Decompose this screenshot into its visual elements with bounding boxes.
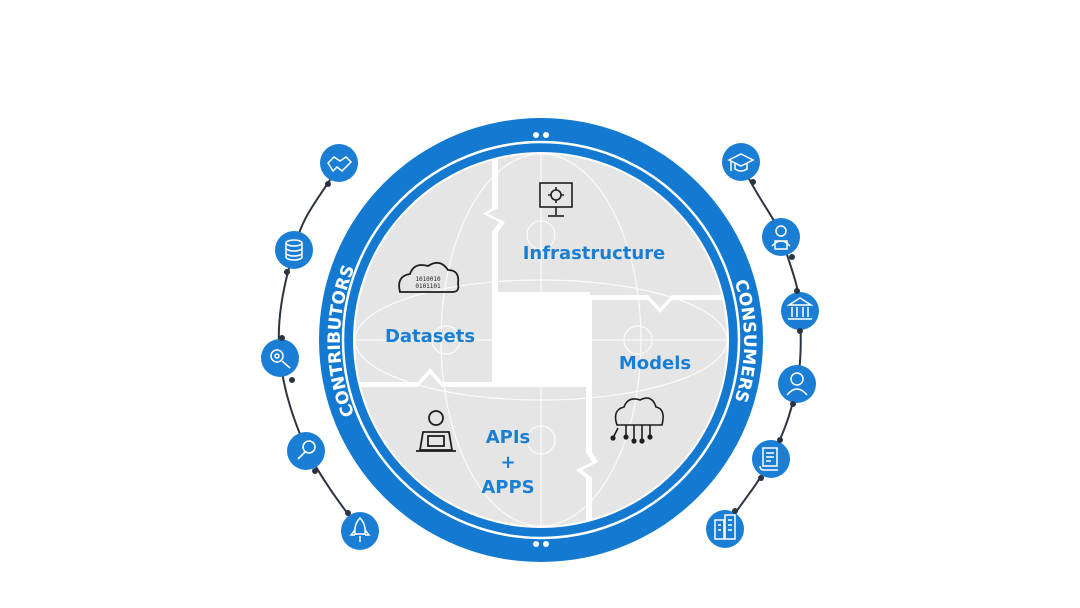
apis-plus-label: + — [500, 452, 515, 473]
consumer-education-badge — [722, 143, 760, 181]
settings-tools-icon — [270, 349, 291, 369]
cloud-circuit-icon — [610, 397, 664, 444]
rocket-icon — [349, 516, 371, 542]
consumer-presenter-badge — [762, 218, 800, 256]
contributor-database-badge — [275, 231, 313, 269]
ring-dots-top — [533, 132, 549, 138]
apps-label: APPS — [481, 477, 534, 498]
datasets-label: Datasets — [385, 326, 475, 347]
svg-text:0101101: 0101101 — [415, 283, 441, 290]
contributor-rocket-badge — [341, 512, 379, 550]
search-icon — [297, 440, 316, 460]
consumer-buildings-badge — [706, 510, 744, 548]
models-label: Models — [619, 353, 691, 374]
monitor-gear-icon — [539, 182, 573, 217]
contributor-settings-badge — [261, 339, 299, 377]
presenter-icon — [771, 225, 791, 250]
consumer-document-badge — [752, 440, 790, 478]
contributor-search-badge — [287, 432, 325, 470]
apis-label: APIs — [486, 427, 531, 448]
connector-dots — [279, 179, 803, 516]
consumer-user-badge — [778, 365, 816, 403]
document-scroll-icon — [759, 447, 778, 471]
graduation-cap-icon — [727, 153, 755, 172]
buildings-icon — [714, 514, 736, 540]
consumer-bank-badge — [781, 292, 819, 330]
infrastructure-label: Infrastructure — [523, 243, 666, 264]
contributor-handshake-badge — [320, 144, 358, 182]
developer-icon — [416, 410, 456, 452]
globe-lines — [355, 154, 727, 526]
svg-text:1010010: 1010010 — [415, 276, 441, 283]
user-icon — [786, 372, 808, 396]
handshake-icon — [327, 156, 353, 173]
ring-inner-line — [341, 140, 741, 540]
bank-icon — [786, 297, 814, 320]
ring-dots-bottom — [533, 541, 549, 547]
database-icon — [285, 239, 303, 261]
cloud-binary-icon: 1010010 0101101 — [398, 261, 460, 293]
